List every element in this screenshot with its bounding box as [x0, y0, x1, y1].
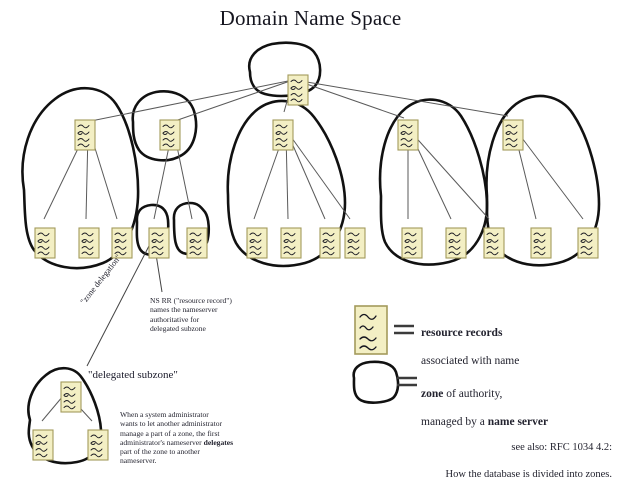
- note-icon[interactable]: [287, 74, 309, 106]
- note-icon[interactable]: [34, 227, 56, 259]
- paragraph-part-1: When a system administrator wants to let…: [120, 410, 223, 447]
- zone-blob-c: [226, 99, 347, 268]
- zone-blob-b2: [172, 201, 211, 256]
- note-icon[interactable]: [397, 119, 419, 151]
- footer-line-1: see also: RFC 1034 4.2:: [511, 442, 612, 454]
- note-icon[interactable]: [78, 227, 100, 259]
- note-icon[interactable]: [60, 381, 82, 413]
- edge-root-a0: [85, 79, 294, 123]
- note-icon[interactable]: [74, 119, 96, 151]
- note-icon[interactable]: [401, 227, 423, 259]
- annotation-delegated-subzone: "delegated subzone": [88, 369, 178, 381]
- note-icon[interactable]: [445, 227, 467, 259]
- legend-zone-title: zone: [421, 388, 444, 401]
- paragraph-part-2: part of the zone to another nameserver.: [120, 447, 200, 466]
- note-icon[interactable]: [502, 119, 524, 151]
- note-icon[interactable]: [530, 227, 552, 259]
- legend-zone-line1: zone of authority,: [421, 387, 611, 401]
- legend-equals-zone: [397, 376, 417, 387]
- note-icon[interactable]: [87, 429, 109, 461]
- note-icon[interactable]: [186, 227, 208, 259]
- footer-reference: see also: RFC 1034 4.2: How the database…: [330, 428, 612, 495]
- edge-d0-d3: [410, 131, 490, 220]
- legend-zone-line2-bold: name server: [487, 416, 549, 429]
- legend-zone-line2: managed by a name server: [421, 415, 611, 429]
- legend-note-glyph: [354, 305, 388, 355]
- legend-rr-subtitle: associated with name: [421, 355, 520, 368]
- legend-resource-record-text: resource records associated with name: [421, 312, 611, 382]
- zone-blob-b: [131, 90, 198, 162]
- edge-root-e0: [294, 79, 509, 117]
- annotation-ns-rr: NS RR ("resource record") names the name…: [150, 296, 232, 333]
- annotation-delegation-paragraph: When a system administrator wants to let…: [120, 410, 290, 466]
- note-icon[interactable]: [246, 227, 268, 259]
- note-icon[interactable]: [32, 429, 54, 461]
- legend-zone-glyph: [352, 360, 400, 404]
- page-title: Domain Name Space: [219, 6, 402, 30]
- legend-zone-title-rest: of authority,: [443, 388, 503, 401]
- edge-e0-e2: [515, 129, 584, 220]
- footer-line-2: How the database is divided into zones.: [445, 469, 612, 481]
- edge-root-b0: [171, 79, 294, 123]
- edge-c0-c4: [288, 133, 351, 220]
- note-icon[interactable]: [344, 227, 366, 259]
- diagram-canvas: Domain Name Space: [21, 6, 612, 481]
- note-icon[interactable]: [319, 227, 341, 259]
- legend-equals-rr: [394, 324, 414, 335]
- note-icon[interactable]: [280, 227, 302, 259]
- legend-zone-line2-pre: managed by a: [421, 416, 488, 429]
- leader-zone-delegation: [86, 243, 151, 367]
- zone-blob-root: [247, 41, 322, 98]
- note-icon[interactable]: [159, 119, 181, 151]
- paragraph-bold-word: delegates: [203, 437, 234, 447]
- note-icon[interactable]: [111, 227, 133, 259]
- legend-rr-title: resource records: [421, 327, 503, 340]
- edge-s0-s1: [41, 395, 64, 422]
- edge-c0-c3: [287, 133, 326, 220]
- legend-zone-text: zone of authority, managed by a name ser…: [421, 373, 611, 443]
- edge-root-d0: [294, 79, 405, 119]
- diagram-svg: [21, 41, 601, 465]
- note-icon[interactable]: [148, 227, 170, 259]
- note-icon[interactable]: [483, 227, 505, 259]
- note-icon[interactable]: [272, 119, 294, 151]
- note-icon[interactable]: [577, 227, 599, 259]
